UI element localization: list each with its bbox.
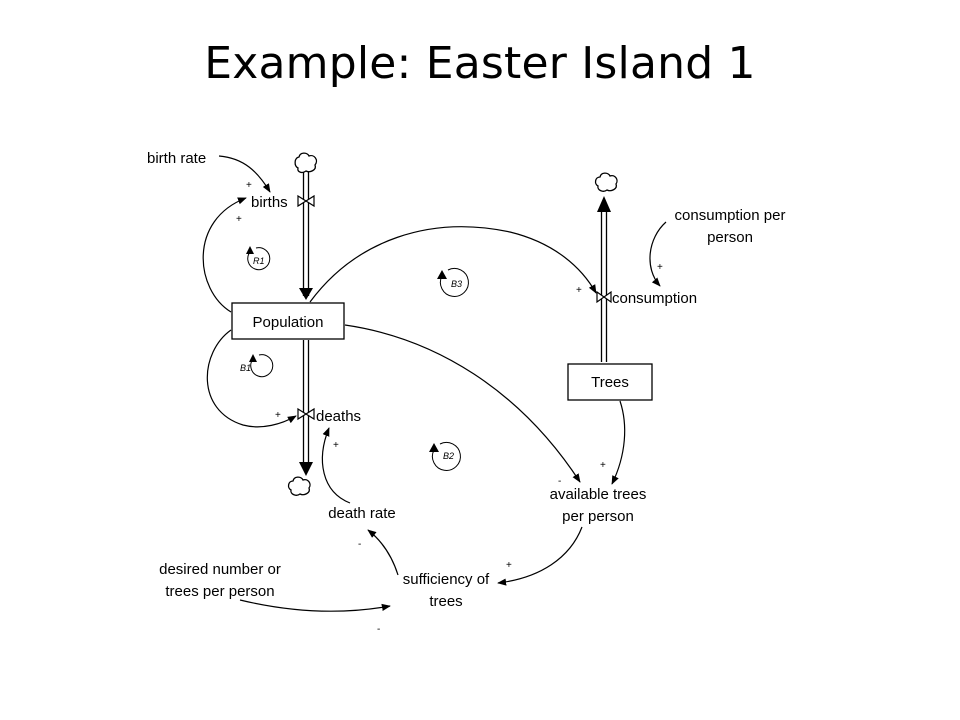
link-desired-sufficiency [239, 599, 391, 612]
deaths-pipe [299, 340, 313, 476]
consumption-per-person-label-2: person [707, 229, 753, 246]
sufficiency-label-2: trees [429, 593, 462, 610]
death-rate-label: death rate [328, 505, 396, 522]
births-label: births [251, 194, 288, 211]
births-pipe [299, 172, 313, 300]
available-trees-label-2: per person [562, 508, 634, 525]
link-population-births [202, 197, 247, 313]
link-birth-rate-births [218, 155, 271, 193]
polarity-trees-available: + [600, 460, 606, 471]
population-label: Population [253, 314, 324, 331]
polarity-birth-rate-births: + [246, 180, 252, 191]
polarity-consumption-per-person: + [657, 262, 663, 273]
polarity-population-consumption: + [576, 285, 582, 296]
polarity-population-deaths: + [275, 410, 281, 421]
deaths-label: deaths [316, 408, 361, 425]
births-valve-icon [297, 194, 315, 208]
trees-label: Trees [591, 374, 629, 391]
consumption-pipe [597, 196, 611, 362]
link-trees-available-trees [611, 400, 626, 485]
polarity-sufficiency-death-rate: - [358, 539, 361, 550]
loop-b3: B3 [437, 267, 469, 297]
loop-r1: R1 [246, 246, 271, 271]
polarity-population-available: - [558, 476, 561, 487]
desired-number-label-2: trees per person [165, 583, 274, 600]
link-available-sufficiency [497, 526, 583, 586]
polarity-desired-sufficiency: - [377, 624, 380, 635]
loop-b3-label: B3 [451, 279, 462, 289]
loop-b1: B1 [240, 354, 274, 378]
births-source-cloud-icon [294, 152, 318, 174]
deaths-sink-cloud-icon [287, 476, 311, 496]
consumption-valve-icon [596, 290, 612, 304]
link-sufficiency-death-rate [367, 529, 399, 576]
deaths-valve-icon [297, 407, 315, 421]
link-consumption-per-person-consumption [649, 221, 667, 287]
link-population-consumption [309, 226, 597, 303]
link-population-available-trees [344, 324, 581, 483]
loop-b2: B2 [429, 441, 461, 471]
consumption-sink-cloud-icon [594, 172, 618, 192]
consumption-label: consumption [612, 290, 697, 307]
link-population-deaths [206, 329, 297, 428]
polarity-available-sufficiency: + [506, 560, 512, 571]
link-death-rate-deaths [321, 427, 351, 504]
loop-r1-label: R1 [253, 256, 265, 266]
slide-title: Example: Easter Island 1 [204, 38, 756, 89]
loop-b2-label: B2 [443, 451, 454, 461]
trees-stock[interactable]: Trees [567, 363, 653, 401]
consumption-per-person-label-1: consumption per [675, 207, 786, 224]
loop-b1-label: B1 [240, 363, 251, 373]
birth-rate-label: birth rate [147, 150, 206, 167]
sufficiency-label-1: sufficiency of [403, 571, 490, 588]
population-stock[interactable]: Population [231, 302, 345, 340]
desired-number-label-1: desired number or [159, 561, 281, 578]
available-trees-label-1: available trees [550, 486, 647, 503]
polarity-population-births: + [236, 214, 242, 225]
polarity-death-rate-deaths: + [333, 440, 339, 451]
